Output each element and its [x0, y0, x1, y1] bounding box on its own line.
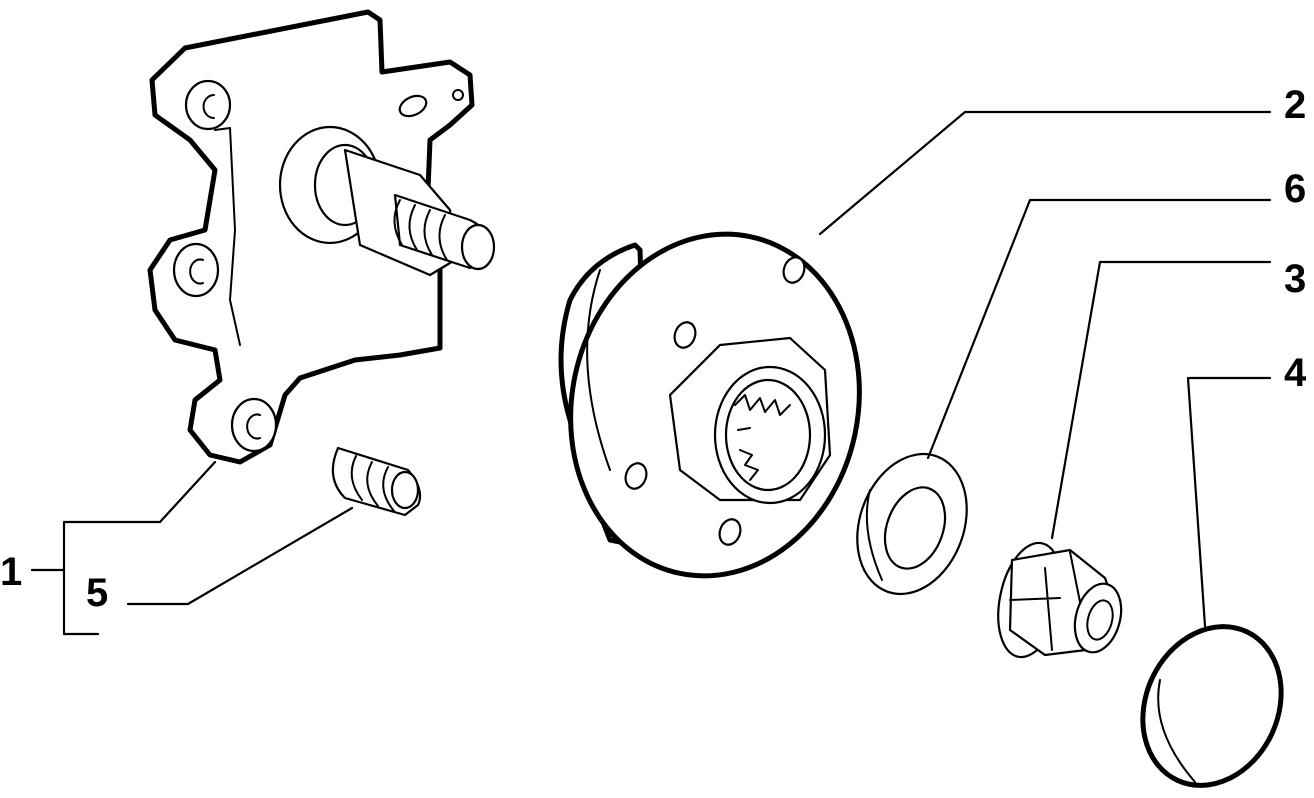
leader-lines — [30, 110, 1272, 636]
callout-4: 4 — [1284, 351, 1307, 395]
part-flange-nut — [997, 541, 1123, 659]
part-washer — [856, 452, 968, 596]
callout-labels: 1 5 2 6 3 4 — [0, 83, 1307, 615]
callout-1: 1 — [0, 550, 22, 594]
part-wheel-hub — [558, 231, 862, 579]
callout-2: 2 — [1284, 83, 1306, 127]
callout-3: 3 — [1284, 257, 1306, 301]
part-stud — [331, 446, 422, 517]
part-dust-cap — [1140, 624, 1284, 788]
callout-6: 6 — [1284, 167, 1306, 211]
callout-5: 5 — [86, 571, 108, 615]
part-stub-axle-plate — [147, 9, 496, 465]
